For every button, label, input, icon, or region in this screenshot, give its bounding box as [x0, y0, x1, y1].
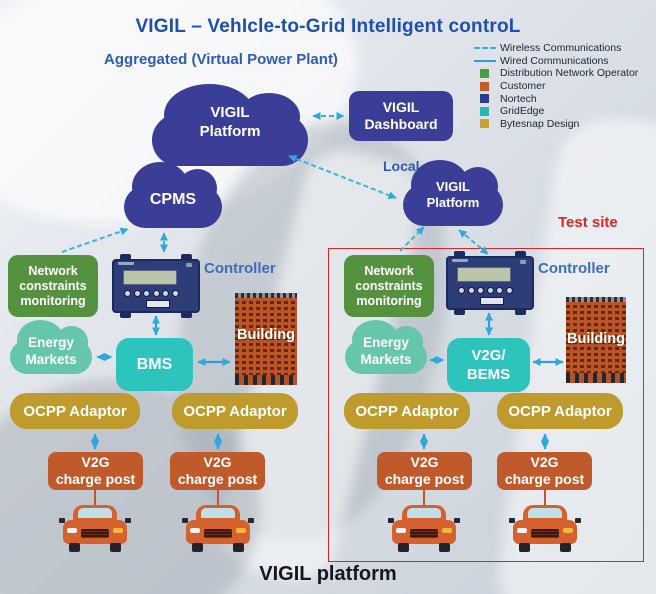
- energy-markets-cloud-right: Energy Markets: [360, 335, 412, 367]
- legend-label: Distribution Network Operator: [500, 67, 639, 80]
- cloud-icon: [10, 320, 92, 374]
- legend-row-bytesnap: Bytesnap Design: [474, 118, 650, 131]
- building-icon: Building: [235, 293, 297, 385]
- building-label-right: Building: [567, 331, 625, 347]
- bms-box: BMS: [116, 338, 193, 391]
- local-vigil-platform-cloud: VIGIL Platform: [426, 178, 480, 210]
- legend-row-wireless: Wireless Communications: [474, 42, 650, 55]
- legend-label: Wireless Communications: [500, 42, 622, 55]
- legend-label: Wired Communications: [500, 54, 609, 67]
- aggregated-label: Aggregated (Virtual Power Plant): [104, 51, 338, 68]
- controller-device-icon: [112, 254, 200, 318]
- v2g-charge-post-box-3: V2G charge post: [377, 452, 472, 490]
- wireless-link-platform-localplatform: [288, 155, 397, 199]
- legend-row-wired: Wired Communications: [474, 55, 650, 68]
- network-constraints-box-right: Network constraints monitoring: [344, 255, 434, 317]
- vigil-platform-cloud: VIGIL Platform: [199, 104, 261, 140]
- legend-row-dno: Distribution Network Operator: [474, 67, 650, 80]
- controller-label-left: Controller: [204, 260, 276, 277]
- v2g-charge-post-box-1: V2G charge post: [48, 452, 143, 490]
- cloud-icon: [403, 159, 503, 226]
- car-icon: [509, 505, 581, 552]
- dashed-line-icon: [474, 47, 496, 50]
- legend-row-customer: Customer: [474, 80, 650, 93]
- controller-label-right: Controller: [538, 260, 610, 277]
- car-icon: [182, 505, 254, 552]
- cloud-icon: [345, 320, 427, 374]
- page-title: VIGIL – VehIcle-to-Grid Intelligent cont…: [135, 16, 521, 37]
- network-constraints-box-left: Network constraints monitoring: [8, 255, 98, 317]
- orange-swatch-icon: [480, 81, 489, 91]
- ocpp-adaptor-box-1: OCPP Adaptor: [10, 393, 140, 429]
- v2g-charge-post-box-4: V2G charge post: [497, 452, 592, 490]
- gold-swatch-icon: [480, 119, 489, 129]
- energy-markets-cloud-left: Energy Markets: [25, 335, 77, 367]
- car-icon: [388, 505, 460, 552]
- legend-label: Bytesnap Design: [500, 117, 580, 130]
- test-site-label: Test site: [558, 214, 618, 231]
- cloud-icon: [124, 161, 222, 228]
- legend-row-nortech: Nortech: [474, 92, 650, 105]
- controller-device-icon: [446, 251, 534, 315]
- building-label-left: Building: [237, 327, 295, 343]
- cloud-icon: [152, 83, 308, 166]
- legend: Wireless Communications Wired Communicat…: [474, 42, 650, 130]
- navy-swatch-icon: [480, 94, 489, 104]
- teal-swatch-icon: [480, 106, 489, 116]
- green-swatch-icon: [480, 68, 489, 78]
- vigil-dashboard-box: VIGIL Dashboard: [349, 91, 453, 141]
- ocpp-adaptor-box-2: OCPP Adaptor: [172, 393, 298, 429]
- legend-row-gridedge: GridEdge: [474, 105, 650, 118]
- solid-line-icon: [474, 59, 496, 62]
- building-icon: Building: [566, 297, 626, 383]
- cpms-cloud: CPMS: [149, 191, 197, 208]
- car-icon: [59, 505, 131, 552]
- v2g-charge-post-box-2: V2G charge post: [170, 452, 265, 490]
- v2g-bems-box: V2G/ BEMS: [447, 338, 530, 392]
- wireless-link-ncm-cpms: [61, 227, 129, 253]
- ocpp-adaptor-box-3: OCPP Adaptor: [344, 393, 470, 429]
- legend-label: Nortech: [500, 92, 537, 105]
- legend-label: Customer: [500, 80, 546, 93]
- legend-label: GridEdge: [500, 105, 545, 118]
- ocpp-adaptor-box-4: OCPP Adaptor: [497, 393, 623, 429]
- footer-caption: VIGIL platform: [259, 563, 397, 585]
